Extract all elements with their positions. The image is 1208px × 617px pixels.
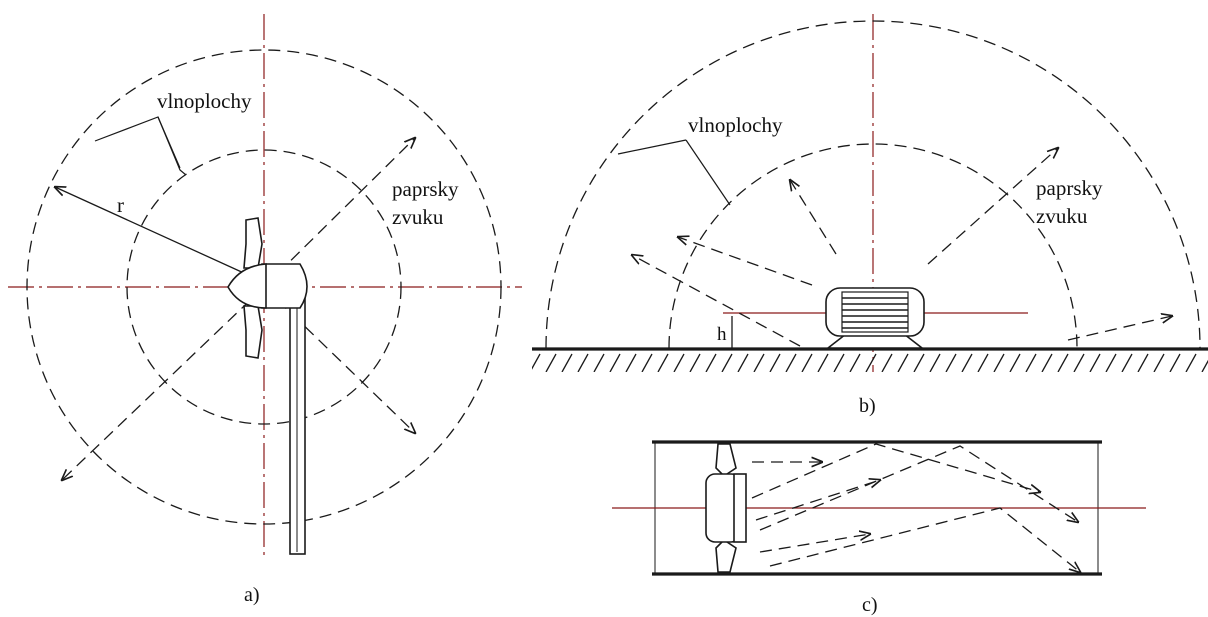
fan-blade-bottom (715, 538, 737, 573)
panel-b-inner-wavefront (668, 143, 1078, 349)
panel-c-ray-2 (751, 443, 1040, 499)
panel-b-wavefronts-label: vlnoplochy (688, 113, 783, 137)
panel-a-wavefronts-label: vlnoplochy (157, 89, 252, 113)
panel-c-ray-3 (755, 480, 880, 521)
panel-c-ray-5 (759, 534, 870, 553)
panel-a-rays-label-line2: zvuku (392, 205, 444, 229)
panel-c: c) (612, 440, 1146, 616)
wind-turbine-icon (227, 217, 308, 555)
panel-b-wavefront-leader-2 (685, 139, 731, 206)
panel-a-outer-wavefront (26, 49, 502, 525)
panel-b-rays-label-line1: paprsky (1036, 176, 1103, 200)
panel-a-ray-down-right (263, 286, 415, 433)
panel-b-ray-3 (632, 255, 801, 347)
panel-b-ground-hatch (532, 350, 1208, 372)
panel-a-ray-down-left (62, 286, 265, 480)
panel-a-caption: a) (244, 584, 260, 606)
panel-a-radius-line (55, 187, 247, 275)
fan-blade-top (715, 443, 737, 478)
panel-a-ray-up-right (263, 138, 415, 288)
duct-fan-icon (705, 443, 747, 573)
panel-b-caption: b) (859, 395, 876, 417)
turbine-blade-top (243, 217, 263, 269)
panel-a-rays-label-line1: paprsky (392, 177, 459, 201)
machine-icon (825, 287, 925, 349)
panel-a-wavefront-leader-2 (157, 116, 181, 169)
turbine-spinner (227, 263, 267, 309)
panel-a: vlnoplochy paprsky zvuku r a) (8, 14, 522, 606)
panel-b-rays-label-line2: zvuku (1036, 204, 1088, 228)
panel-b-wavefront-leader-1 (617, 139, 687, 155)
panel-b-outer-wavefront (545, 20, 1201, 349)
panel-b-ray-1 (790, 180, 837, 255)
panel-b-ray-5 (1067, 316, 1172, 341)
turbine-blade-bottom (243, 305, 263, 359)
panel-c-ray-4 (759, 445, 1078, 531)
panel-c-caption: c) (862, 594, 878, 616)
panel-b-ray-4 (927, 148, 1058, 265)
panel-a-radius-label: r (117, 193, 124, 217)
panel-b-height-label: h (717, 324, 727, 345)
panel-a-wavefront-leader (94, 116, 187, 176)
panel-b-ray-2 (678, 237, 813, 286)
machine-body (825, 287, 925, 337)
panel-a-inner-wavefront (126, 149, 402, 425)
fan-motor (733, 473, 747, 543)
panel-b: h vlnoplochy paprsky zvuku b) (532, 14, 1208, 417)
panel-c-ray-6 (769, 507, 1080, 572)
turbine-nacelle (261, 263, 308, 309)
